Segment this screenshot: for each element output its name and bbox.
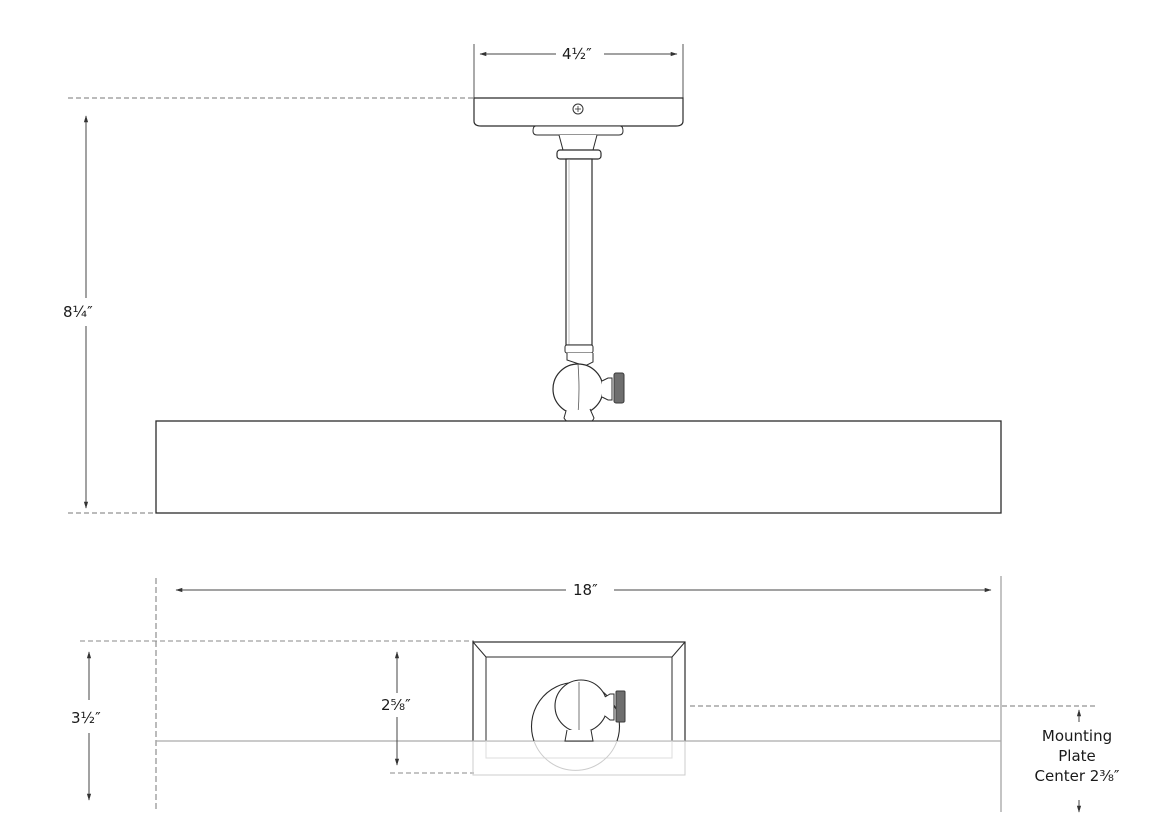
stem-collar	[556, 149, 602, 160]
note-line-3: Center 2⅜″	[1034, 767, 1120, 785]
shade-side	[155, 420, 1002, 514]
stem-rod	[565, 158, 593, 346]
side-elevation-view	[68, 44, 1002, 514]
lower-collar	[564, 344, 594, 354]
adjustment-knob-icon	[613, 372, 625, 404]
note-line-1: Mounting	[1041, 727, 1113, 745]
bottom-plan-view	[80, 576, 1095, 813]
plan-knob-icon	[615, 690, 626, 723]
shade-length-label: 18″	[570, 581, 601, 599]
overall-height-label: 8¼″	[60, 303, 96, 321]
canopy	[473, 97, 684, 151]
knuckle-plan	[530, 679, 626, 771]
plate-depth-label: 2⅝″	[378, 696, 414, 714]
shade-depth-label: 3½″	[68, 709, 104, 727]
note-line-2: Plate	[1058, 747, 1096, 765]
swivel-knuckle	[552, 363, 625, 426]
mounting-plate-center-note: Mounting Plate Center 2⅜″	[1022, 726, 1132, 786]
canopy-width-label: 4½″	[559, 45, 595, 63]
